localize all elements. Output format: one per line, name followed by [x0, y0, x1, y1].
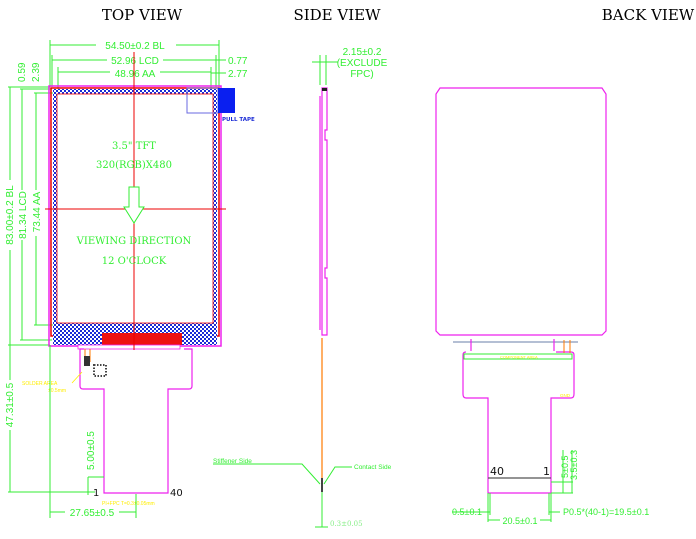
- back-view-title: BACK VIEW: [602, 6, 695, 24]
- top-view: 54.50±0.2 BL 52.96 LCD 48.96 AA 0.77 2.7…: [3, 38, 255, 519]
- pull-tape: [218, 88, 235, 113]
- dim-note-2: FPC): [350, 69, 373, 80]
- back-outline: [435, 87, 607, 336]
- viewing-direction: VIEWING DIRECTION: [76, 236, 192, 247]
- dim-bl-width: 54.50±0.2 BL: [105, 41, 165, 52]
- dim-contact-len: 5±0.5: [560, 456, 570, 478]
- dim-right-lcd: 0.77: [228, 56, 248, 67]
- solder-area-label: SOLDER AREA: [22, 381, 58, 387]
- dim-lcd-height: 81.34 LCD: [18, 191, 29, 239]
- dim-fpc-stiffener: 5.00±0.5: [86, 431, 97, 470]
- component-area-label: COMPONENT AREA: [500, 355, 538, 360]
- fpc-thickness: PI+FPC T=0.3±0.05mm: [102, 501, 155, 507]
- contact-side-label: Contact Side: [354, 464, 392, 471]
- dim-edge: 0.5±0.1: [452, 507, 482, 517]
- dim-lcd-width: 52.96 LCD: [111, 56, 159, 67]
- side-view-title: SIDE VIEW: [293, 6, 381, 24]
- dim-fpc-offset: 27.65±0.5: [70, 508, 115, 519]
- dim-thickness: 2.15±0.2: [343, 47, 382, 58]
- dim-pitch: P0.5*(40-1)=19.5±0.1: [563, 507, 649, 517]
- solder-area-tol: ±0.5mm: [48, 388, 66, 394]
- gnd-label: GND: [560, 393, 571, 398]
- back-pin-40-label: 40: [490, 465, 504, 478]
- resolution-label: 320(RGB)X480: [96, 160, 172, 171]
- dim-bl-height: 83.00±0.2 BL: [5, 185, 16, 245]
- dim-top-lcd: 0.59: [17, 62, 28, 82]
- dim-fpc-width: 20.5±0.1: [503, 516, 538, 526]
- pull-tape-label: PULL TAPE: [222, 117, 255, 123]
- side-view: 2.15±0.2 (EXCLUDE FPC) Stiffener Side Co…: [213, 47, 392, 528]
- dim-aa-width: 48.96 AA: [115, 69, 156, 80]
- dim-stiff-len: 3.5±0.3: [569, 450, 579, 480]
- back-view: COMPONENT AREA GND 40 1 5±0.5 3.5±0.3 0.…: [435, 87, 649, 526]
- top-view-title: TOP VIEW: [102, 6, 183, 24]
- dim-top-aa: 2.39: [31, 62, 42, 82]
- stiffener-side-label: Stiffener Side: [213, 458, 252, 465]
- viewing-clock: 12 O'CLOCK: [102, 256, 167, 267]
- fpc-tail: [79, 348, 193, 494]
- dim-note-1: (EXCLUDE: [337, 58, 388, 69]
- dim-aa-height: 73.44 AA: [32, 191, 43, 232]
- viewing-direction-arrow-icon: [123, 186, 145, 224]
- dim-right-aa: 2.77: [228, 69, 248, 80]
- side-profile: [319, 87, 328, 336]
- back-fpc-tail: [462, 339, 575, 494]
- fpc-thickness-side: 0.3±0.05: [330, 520, 363, 528]
- pin-40-label: 40: [170, 488, 183, 499]
- size-label: 3.5" TFT: [112, 141, 156, 152]
- dim-fpc-length: 47.31±0.5: [5, 382, 16, 427]
- back-pin-1-label: 1: [543, 465, 550, 478]
- pin-1-label: 1: [93, 488, 99, 499]
